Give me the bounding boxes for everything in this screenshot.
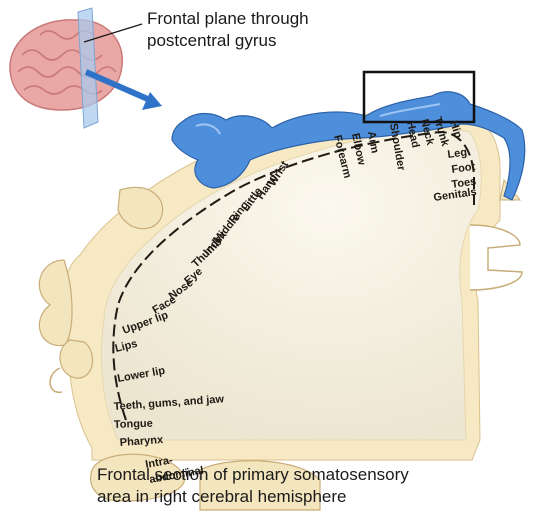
- top-caption: Frontal plane through postcentral gyrus: [147, 8, 309, 52]
- label-tongue: Tongue: [114, 418, 153, 431]
- bottom-caption-line1: Frontal section of primary somatosensory: [97, 464, 409, 486]
- brain-thumbnail: [10, 8, 162, 128]
- top-caption-line1: Frontal plane through: [147, 8, 309, 30]
- bottom-caption: Frontal section of primary somatosensory…: [97, 464, 409, 508]
- bottom-caption-line2: area in right cerebral hemisphere: [97, 486, 409, 508]
- top-caption-line2: postcentral gyrus: [147, 30, 309, 52]
